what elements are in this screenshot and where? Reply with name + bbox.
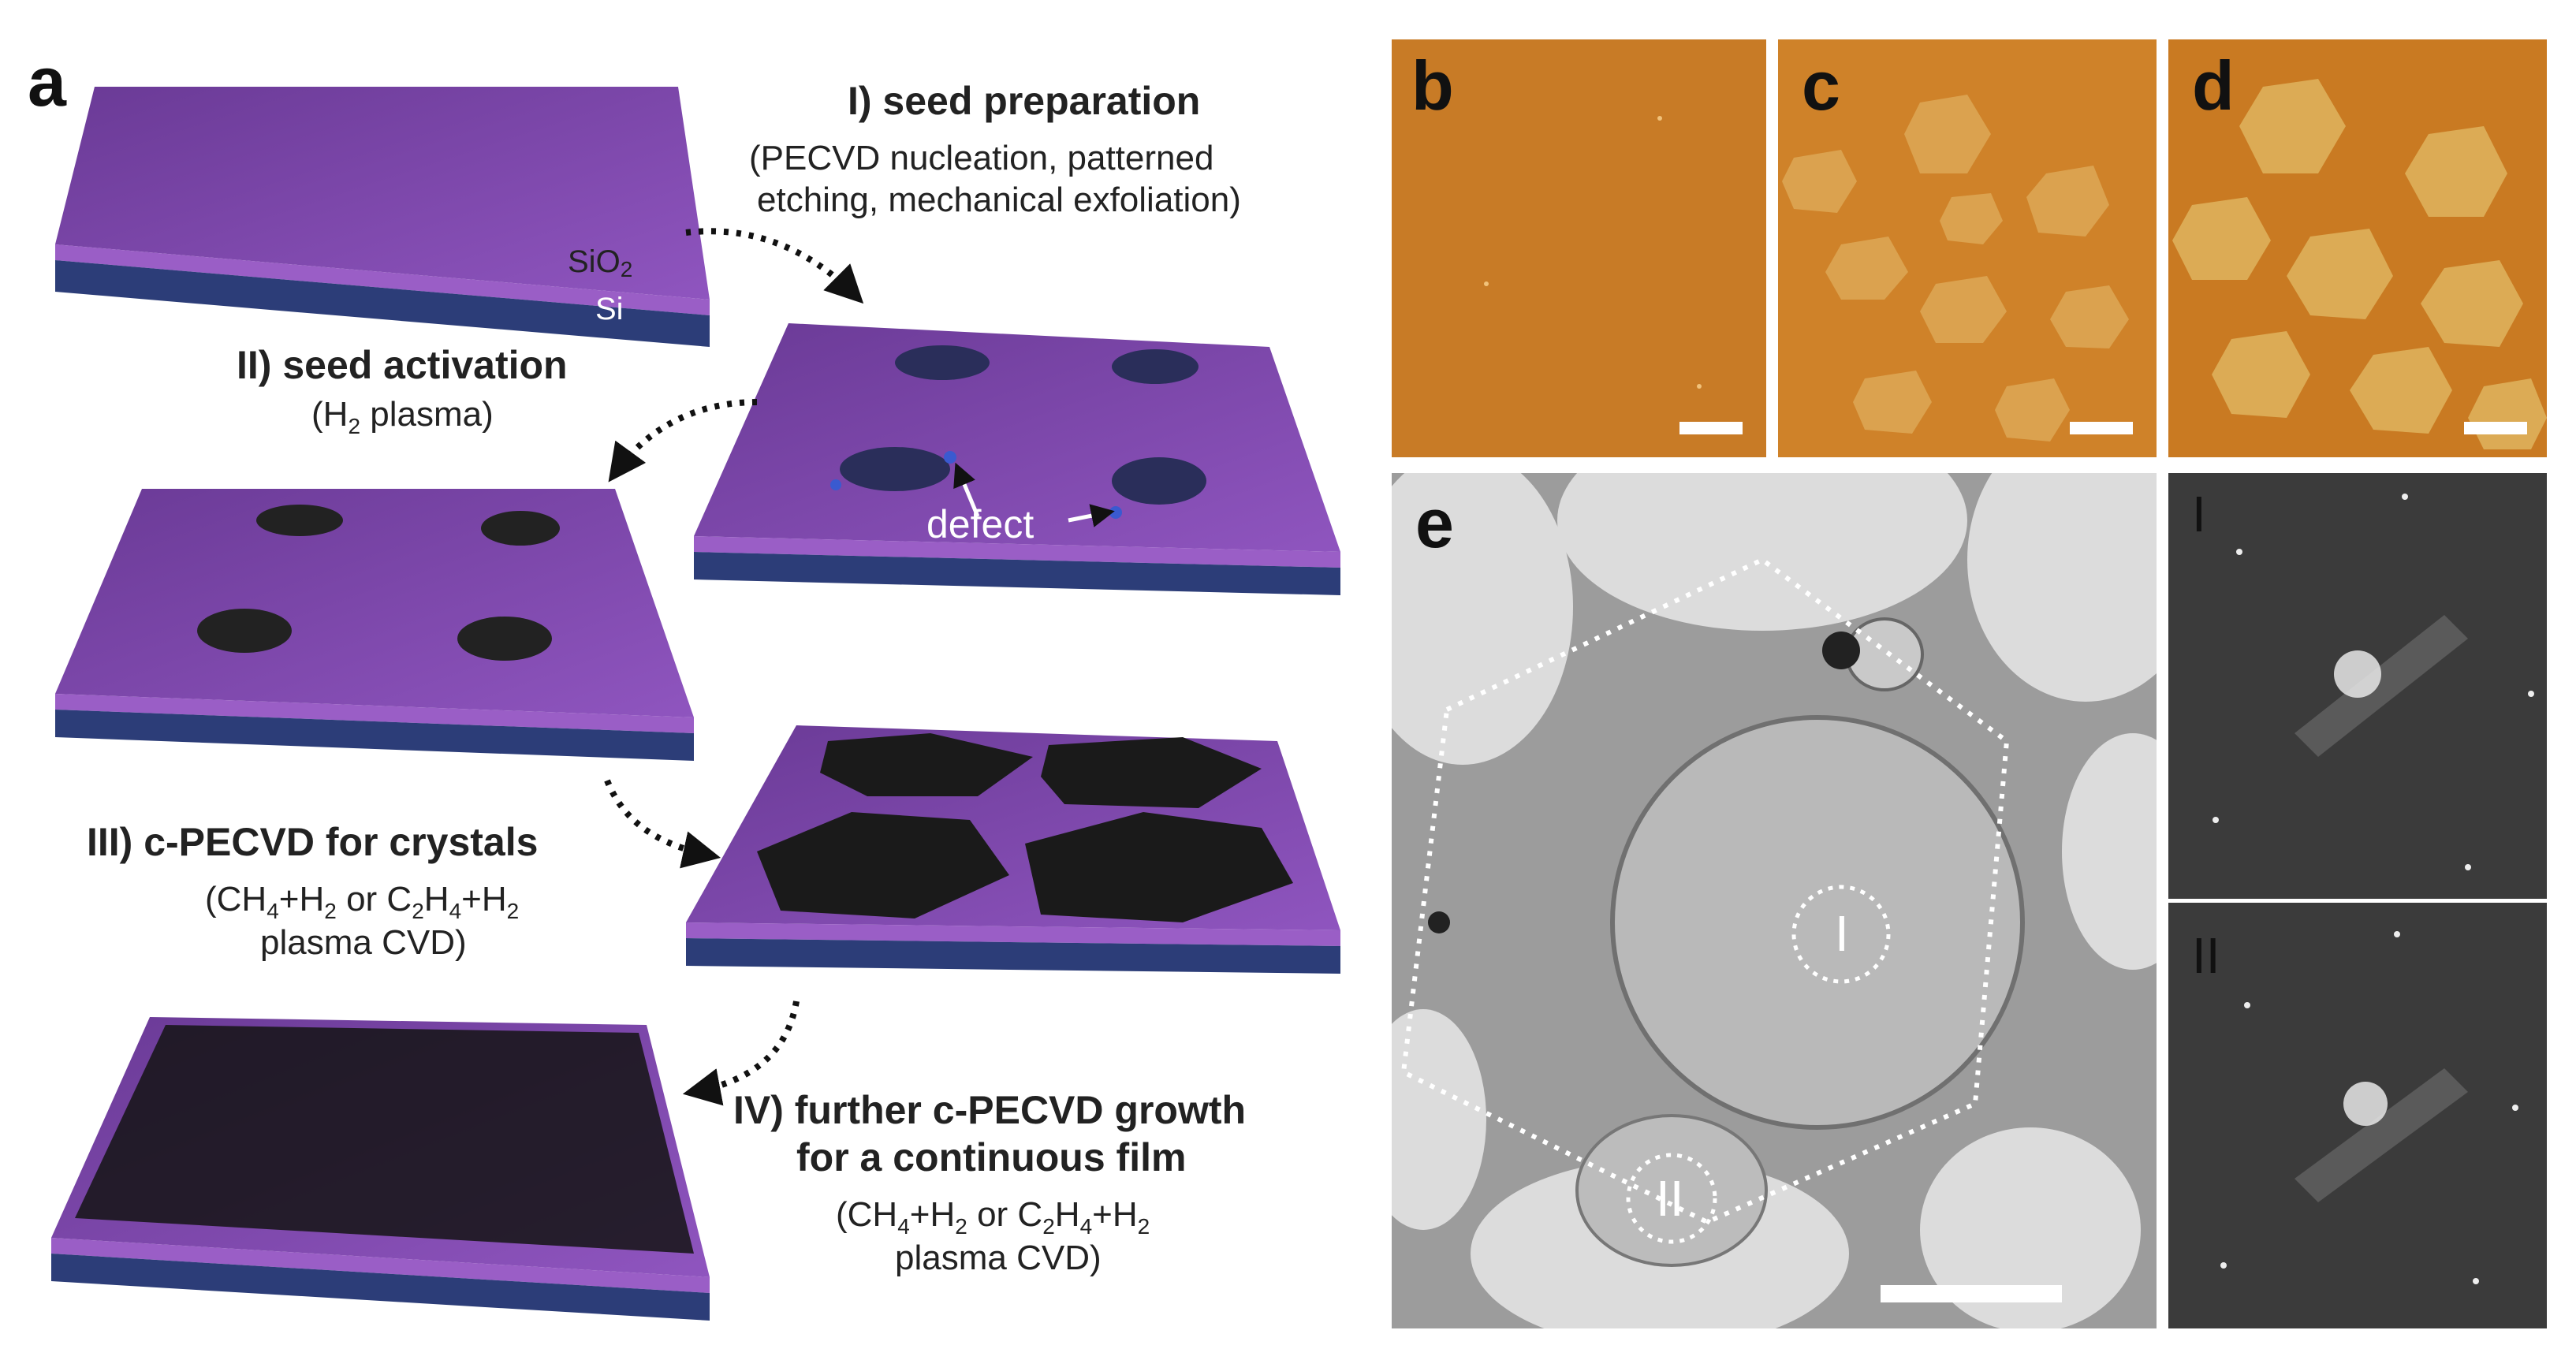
afm-image-d: d [2168, 39, 2547, 457]
si-label: Si [595, 292, 624, 326]
step3-title: III) c-PECVD for crystals [87, 820, 539, 864]
panel-label-e: e [1415, 484, 1454, 562]
substrate-seeds [694, 323, 1340, 595]
tem-label-I: I [1835, 905, 1849, 962]
step4-l1-j: 2 [1137, 1213, 1150, 1239]
panel-label-b: b [1411, 47, 1454, 125]
step3-l1-j: 2 [506, 898, 520, 923]
substrate-activated [55, 489, 694, 761]
step4-title-line2: for a continuous film [796, 1135, 1187, 1179]
step1-title: I) seed preparation [848, 79, 1201, 123]
arrow-step3 [604, 779, 721, 869]
step3-l1-h: 4 [449, 898, 462, 923]
substrate-bare [55, 87, 710, 347]
afm-image-c: c [1778, 39, 2157, 457]
saed-pattern-I: I [2168, 473, 2547, 899]
step4-l1-d: 2 [955, 1213, 967, 1239]
step4-l1-g: H [1054, 1195, 1080, 1234]
scalebar-b [1679, 422, 1743, 434]
scalebar-c [2070, 422, 2133, 434]
defect-arrow-1 [953, 462, 980, 517]
panel-label-d: d [2192, 47, 2235, 125]
step3-l1-i: +H [461, 880, 507, 918]
graphene-crystals [757, 733, 1293, 922]
tem-label-II: II [1656, 1170, 1684, 1227]
step4-title-line1: IV) further c-PECVD growth [733, 1088, 1247, 1132]
step3-l1-a: (CH [205, 880, 267, 918]
step4-line2: plasma CVD) [895, 1239, 1102, 1277]
step3-l1-d: 2 [324, 898, 337, 923]
step2-sub-post: plasma) [360, 395, 494, 434]
step4-l1-h: 4 [1079, 1213, 1093, 1239]
step3-line1: (CH4+H2 or C2H4+H2 [205, 879, 519, 924]
scalebar-d [2464, 422, 2527, 434]
saed-label-I: I [2192, 486, 2206, 542]
arrow-step4 [682, 1000, 800, 1106]
afm-b-texture [1392, 39, 1766, 457]
step3-l1-e: or C [336, 880, 412, 918]
scalebar-e [1881, 1285, 2062, 1302]
step3-l1-g: H [423, 880, 449, 918]
panel-a: SiO2 Si a I) seed preparation (PECVD nuc… [28, 43, 1340, 1321]
saed-II-graphics [2168, 903, 2547, 1328]
afm-image-b: b [1392, 39, 1766, 457]
step4-l1-i: +H [1092, 1195, 1138, 1234]
tem-image-e: e I II [1392, 473, 2157, 1328]
arrow-step1 [685, 228, 864, 304]
panel-label-c: c [1802, 47, 1840, 125]
step1-line1: (PECVD nucleation, patterned [749, 139, 1214, 177]
defect-arrow-2 [1068, 504, 1115, 527]
panel-a-graphics: SiO2 Si [51, 87, 1340, 1321]
step4-l1-b: 4 [897, 1213, 910, 1239]
step3-l1-c: +H [278, 880, 325, 918]
step4-l1-e: or C [967, 1195, 1043, 1234]
step2-sub: (H2 plasma) [311, 394, 494, 439]
saed-I-graphics [2168, 473, 2547, 899]
step3-line2: plasma CVD) [260, 923, 467, 962]
tem-e-graphics [1392, 473, 2157, 1328]
seed-clusters-activated [197, 505, 560, 661]
step4-l1-a: (CH [836, 1195, 898, 1234]
afm-c-texture [1778, 39, 2157, 457]
step2-sub-pre: (H [311, 395, 349, 434]
graphene-film [75, 1025, 694, 1254]
step2-title: II) seed activation [237, 343, 568, 387]
defect-label: defect [926, 502, 1035, 546]
sio2-label: SiO2 [568, 244, 632, 281]
seed-clusters-defect [830, 345, 1206, 519]
saed-label-II: II [2192, 927, 2220, 984]
step3-l1-b: 4 [267, 898, 279, 923]
step4-l1-f: 2 [1042, 1213, 1055, 1239]
step4-line1: (CH4+H2 or C2H4+H2 [836, 1194, 1150, 1239]
step2-sub-idx: 2 [348, 413, 361, 438]
saed-pattern-II: II [2168, 903, 2547, 1328]
step1-line2: etching, mechanical exfoliation) [757, 181, 1241, 219]
afm-d-texture [2168, 39, 2547, 457]
step3-l1-f: 2 [412, 898, 424, 923]
step4-l1-c: +H [909, 1195, 956, 1234]
panel-label-a: a [28, 43, 66, 121]
